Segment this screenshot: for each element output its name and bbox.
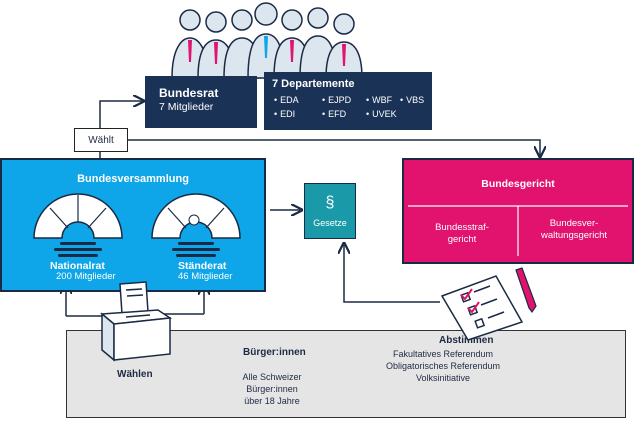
nationalrat-members: 200 Mitglieder xyxy=(56,271,116,282)
abstimmen-list: Fakultatives Referendum Obligatorisches … xyxy=(363,348,523,384)
waehlen-label: Wählen xyxy=(117,369,153,380)
gesetze-label: Gesetze xyxy=(313,218,347,228)
bundesstrafgericht-line1: Bundesstraf- xyxy=(435,222,489,233)
bundesgericht-title: Bundesgericht xyxy=(481,178,555,190)
buerger-subtitle-line2: über 18 Jahre xyxy=(244,396,300,406)
abstimmen-item: Volksinitiative xyxy=(415,373,471,383)
staenderat-title: Ständerat xyxy=(178,260,227,272)
ballot-box-icon xyxy=(100,281,173,362)
bundesrat-box: Bundesrat 7 Mitglieder xyxy=(145,76,257,128)
bundesrat-members: 7 Mitglieder xyxy=(159,101,214,113)
federal-council-people-illustration xyxy=(171,2,363,79)
bundesgericht-box: Bundesgericht Bundesstraf- gericht Bunde… xyxy=(402,158,634,264)
nationalrat-chamber-icon xyxy=(33,193,123,257)
voting-paper-icon xyxy=(440,267,537,341)
arrow-abstimmen-to-gesetze xyxy=(344,245,440,303)
waehlt-label: Wählt xyxy=(74,128,128,152)
paragraph-icon: § xyxy=(325,194,335,211)
bundesverwaltungsgericht-line2: waltungsgericht xyxy=(540,230,607,241)
staenderat-members: 46 Mitglieder xyxy=(178,271,233,282)
buerger-subtitle: Alle Schweizer Bürger:innen über 18 Jahr… xyxy=(217,371,327,407)
bundesverwaltungsgericht-label: Bundesver- waltungsgericht xyxy=(520,218,628,242)
buerger-subtitle-line1: Alle Schweizer Bürger:innen xyxy=(242,372,302,394)
gesetze-box: § Gesetze xyxy=(304,183,356,239)
departemente-title: 7 Departemente xyxy=(272,78,355,90)
bundesverwaltungsgericht-line1: Bundesver- xyxy=(549,218,599,229)
buerger-title: Bürger:innen xyxy=(243,347,306,358)
bundesversammlung-title: Bundesversammlung xyxy=(77,173,189,185)
departement-item: EFD xyxy=(322,108,346,120)
abstimmen-item: Fakultatives Referendum xyxy=(392,349,494,359)
court-divider-lines xyxy=(408,205,628,256)
departement-item: EDA xyxy=(274,94,299,106)
arrow-to-bundesrat xyxy=(99,101,142,128)
staenderat-chamber-icon xyxy=(151,193,241,257)
arrow-to-bundesgericht xyxy=(126,139,540,155)
bundesrat-title: Bundesrat xyxy=(159,86,219,100)
bundesstrafgericht-line2: gericht xyxy=(447,234,477,245)
abstimmen-title: Abstimmen xyxy=(439,335,494,346)
departemente-box: 7 Departemente EDA EJPD WBF VBS EDI EFD … xyxy=(264,72,432,130)
departement-item: EDI xyxy=(274,108,295,120)
departement-item: UVEK xyxy=(366,108,397,120)
abstimmen-item: Obligatorisches Referendum xyxy=(385,361,501,371)
nationalrat-title: Nationalrat xyxy=(50,260,105,272)
bundesversammlung-box: Bundesversammlung Nationalrat 200 Mitgli… xyxy=(0,158,266,292)
bundesstrafgericht-label: Bundesstraf- gericht xyxy=(410,222,514,246)
departement-item: EJPD xyxy=(322,94,351,106)
departement-item: VBS xyxy=(400,94,424,106)
departement-item: WBF xyxy=(366,94,392,106)
